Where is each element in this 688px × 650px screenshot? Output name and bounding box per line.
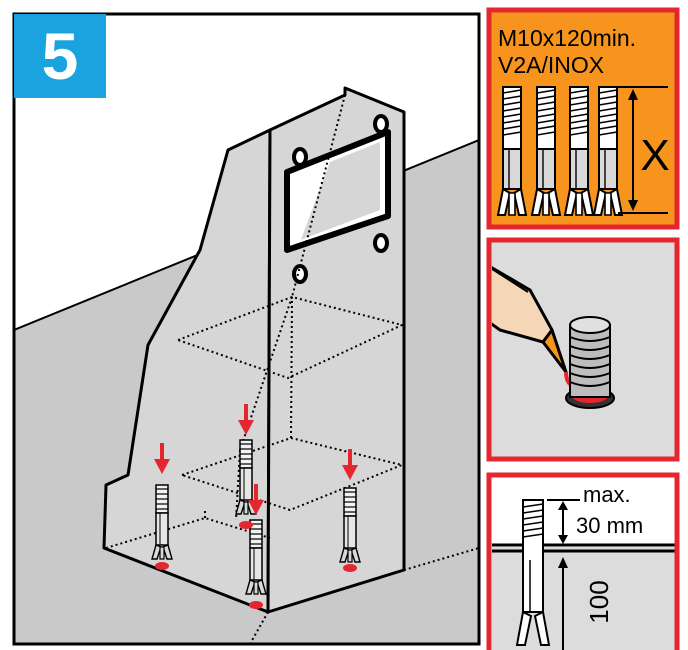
step-number-badge [14,14,106,98]
drill-hole-markers [155,521,357,609]
insertion-arrows [154,404,358,515]
depth-label: 100 [584,580,614,623]
anchor-spec-line1: M10x120min. [498,25,636,51]
adhesive-panel [486,237,680,462]
embedment-depth-panel: 100 max. 30 mm [486,472,680,650]
bracket-mounting-holes [292,114,389,284]
protrusion-label-line2: 30 mm [576,513,643,538]
depth-anchor [515,499,551,646]
length-label: X [640,131,669,180]
step-number: 5 [42,19,79,93]
anchor-spec-line2: V2A/INOX [498,52,604,78]
main-illustration: 5 [12,12,481,646]
protrusion-dimension [547,499,580,544]
threaded-rod [565,316,615,409]
anchor-spec-panel: M10x120min. V2A/INOX X [486,7,680,230]
length-dimension [618,86,668,214]
depth-dimension [558,557,568,650]
protrusion-label-line1: max. [583,482,631,507]
